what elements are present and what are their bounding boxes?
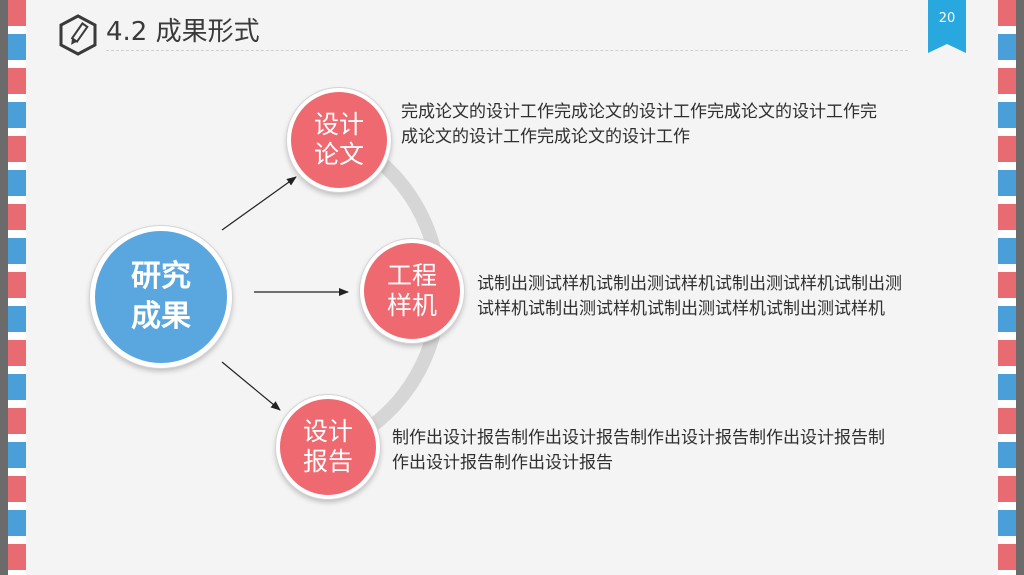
node-engineering-prototype: 工程 样机	[360, 239, 464, 343]
description-design-report: 制作出设计报告制作出设计报告制作出设计报告制作出设计报告制作出设计报告制作出设计…	[392, 428, 885, 473]
node-1-line-1: 设计	[313, 110, 364, 139]
center-node-line-2: 成果	[131, 299, 191, 334]
arrow-to-item-3	[221, 361, 281, 411]
node-3-line-1: 设计	[302, 417, 353, 446]
node-2-line-1: 工程	[386, 261, 437, 290]
center-node-research-results: 研究 成果	[90, 226, 232, 368]
page-number-badge: 20	[928, 0, 966, 53]
right-airmail-border	[998, 0, 1024, 575]
node-1-line-2: 论文	[313, 140, 364, 169]
node-2-line-2: 样机	[386, 291, 437, 320]
left-airmail-border	[0, 0, 26, 575]
node-design-report: 设计 报告	[276, 395, 380, 499]
description-design-paper: 完成论文的设计工作完成论文的设计工作完成论文的设计工作完成论文的设计工作完成论文…	[401, 102, 877, 147]
pencil-hexagon-icon	[59, 14, 97, 56]
title-divider	[106, 50, 908, 51]
description-engineering-prototype: 试制出测试样机试制出测试样机试制出测试样机试制出测试样机试制出测试样机试制出测试…	[477, 274, 902, 319]
center-node-line-1: 研究	[131, 259, 191, 294]
node-design-paper: 设计 论文	[287, 88, 391, 192]
node-3-line-2: 报告	[302, 447, 353, 476]
page-title: 4.2 成果形式	[106, 17, 260, 47]
arrow-to-item-1	[221, 176, 297, 231]
